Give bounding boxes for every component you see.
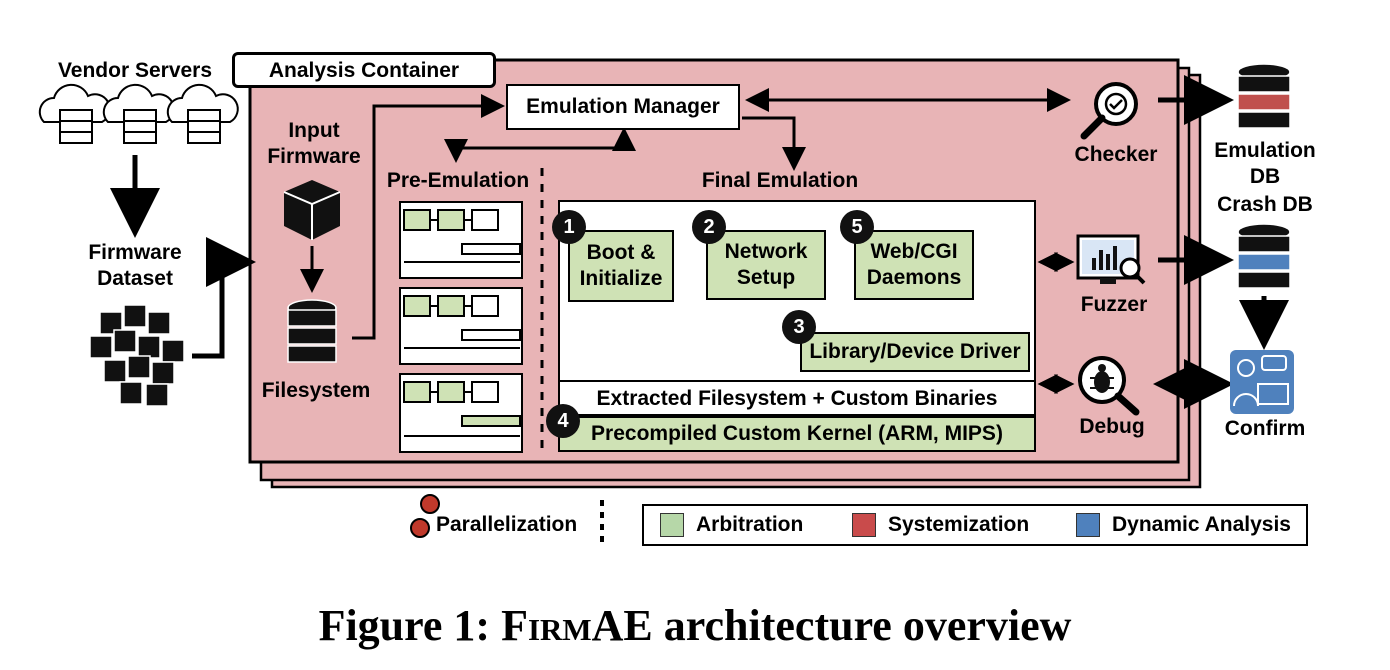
legend-box [642, 504, 1308, 546]
input-firmware-line2: Firmware [267, 145, 361, 168]
legend-item-dynamic: Dynamic Analysis [1076, 512, 1291, 538]
fuzzer-monitor-icon [1076, 234, 1146, 285]
step-badge-3: 3 [782, 310, 816, 344]
firmware-box-icon [283, 180, 341, 240]
legend-item-arbitration: Arbitration [660, 512, 803, 538]
pre-emulation-window-icons [399, 201, 523, 453]
legend-swatch-systemization [852, 513, 876, 537]
cloud-server-icon [38, 83, 239, 144]
emulation-manager-label: Emulation Manager [526, 95, 720, 118]
filesystem-db-icon [287, 299, 337, 363]
confirm-label: Confirm [1224, 417, 1306, 440]
parallelization-label: Parallelization [436, 513, 578, 536]
firmware-dataset-line1: Firmware [88, 241, 182, 264]
crash-db-icon [1237, 223, 1291, 289]
step-badge-2: 2 [692, 210, 726, 244]
caption-system-name: FirmAE [501, 601, 653, 650]
precompiled-kernel-step: Precompiled Custom Kernel (ARM, MIPS) [558, 416, 1036, 452]
input-firmware-label: Input Firmware [262, 118, 366, 170]
figure-caption: Figure 1: FirmAE architecture overview [0, 600, 1390, 651]
emulation-db-line2: DB [1249, 165, 1281, 188]
checker-label: Checker [1074, 143, 1158, 166]
emulation-manager-box [506, 84, 740, 130]
crash-db-label: Crash DB [1217, 193, 1313, 216]
web-line1: Web/CGI [870, 240, 958, 263]
boot-initialize-step: Boot & Initialize [568, 230, 674, 302]
pre-emulation-label: Pre-Emulation [386, 169, 530, 192]
legend-swatch-arbitration [660, 513, 684, 537]
step-badge-1: 1 [552, 210, 586, 244]
web-cgi-daemons-step: Web/CGI Daemons [854, 230, 974, 300]
analysis-container-title: Analysis Container [268, 59, 460, 82]
legend-swatch-dynamic [1076, 513, 1100, 537]
firmware-dataset-label: Firmware Dataset [70, 240, 200, 292]
network-line1: Network [724, 240, 808, 263]
legend-label-dynamic: Dynamic Analysis [1112, 513, 1291, 536]
emulation-db-label: Emulation DB [1200, 138, 1330, 190]
confirm-person-icon [1230, 350, 1294, 414]
extracted-filesystem-bar [558, 380, 1036, 416]
fuzzer-label: Fuzzer [1080, 293, 1148, 316]
analysis-container-tab [232, 52, 496, 88]
legend-label-systemization: Systemization [888, 513, 1030, 536]
library-driver-step: Library/Device Driver [800, 332, 1030, 372]
firmware-cubes-icon [89, 304, 185, 407]
filesystem-label: Filesystem [261, 379, 371, 402]
caption-prefix: Figure 1: [318, 601, 502, 650]
legend-label-arbitration: Arbitration [696, 513, 804, 536]
vendor-servers-label: Vendor Servers [57, 59, 213, 82]
caption-suffix: architecture overview [652, 601, 1072, 650]
network-line2: Setup [736, 266, 796, 289]
emulation-db-icon [1237, 63, 1291, 129]
final-emulation-label: Final Emulation [701, 169, 859, 192]
boot-line1: Boot & [586, 241, 656, 264]
debug-label: Debug [1079, 415, 1145, 438]
legend-item-systemization: Systemization [852, 512, 1029, 538]
emulation-db-line1: Emulation [1214, 139, 1316, 162]
step-badge-5: 5 [840, 210, 874, 244]
gear-icon [410, 494, 440, 538]
boot-line2: Initialize [579, 267, 663, 290]
debug-bug-icon [1078, 356, 1140, 416]
input-firmware-line1: Input [288, 119, 340, 142]
web-line2: Daemons [866, 266, 962, 289]
firmware-dataset-line2: Dataset [97, 267, 173, 290]
extracted-filesystem-label: Extracted Filesystem + Custom Binaries [596, 387, 998, 410]
step-badge-4: 4 [546, 404, 580, 438]
checker-magnifier-icon [1080, 82, 1138, 140]
